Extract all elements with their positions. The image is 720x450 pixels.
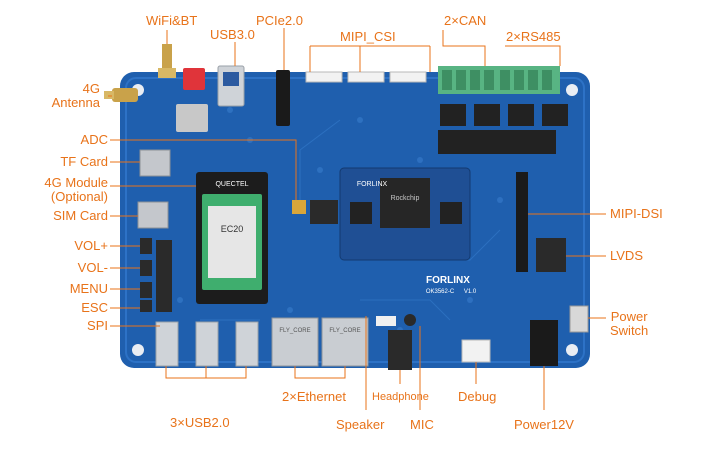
sim-card-slot	[137, 201, 169, 229]
label-power12v: Power12V	[514, 417, 574, 432]
side-buttons	[140, 238, 152, 312]
label-power-switch: Power Switch	[610, 309, 649, 338]
label-tf-card: TF Card	[60, 154, 108, 169]
tf-card-slot	[139, 149, 171, 177]
label-4g-module: 4G Module (Optional)	[44, 175, 108, 204]
power-switch	[569, 305, 589, 333]
usb3-port	[217, 65, 245, 107]
transceiver-chips	[438, 104, 568, 154]
label-wifi-bt: WiFi&BT	[146, 13, 198, 28]
label-adc: ADC	[80, 132, 108, 147]
label-esc: ESC	[81, 300, 108, 315]
som-core-board: FORLINX Rockchip	[339, 167, 471, 261]
label-headphone: Headphone	[372, 391, 429, 403]
board-version-text: V1.0	[464, 289, 477, 295]
mic-component	[404, 314, 416, 326]
label-speaker: Speaker	[336, 417, 385, 432]
label-debug: Debug	[458, 389, 497, 404]
label-can: 2×CAN	[444, 13, 487, 28]
label-rs485: 2×RS485	[506, 29, 561, 44]
label-usb3: USB3.0	[210, 27, 255, 42]
label-spi: SPI	[87, 318, 108, 333]
module-brand-text: QUECTEL	[215, 181, 248, 188]
power-jack	[530, 320, 558, 366]
pcie-slot	[276, 70, 290, 126]
label-menu: MENU	[69, 281, 108, 296]
antenna-4g-connector	[104, 88, 138, 102]
label-vol-minus: VOL-	[77, 260, 108, 275]
label-mic: MIC	[410, 417, 434, 432]
eth-left-text: FLY_CORE	[279, 328, 310, 334]
label-mipi-dsi: MIPI-DSI	[610, 206, 663, 221]
som-brand-text: FORLINX	[357, 181, 388, 188]
adc-chip	[292, 200, 306, 214]
module-4g: QUECTEL EC20	[196, 172, 268, 304]
speaker-connector	[376, 316, 396, 326]
lvds-connector	[536, 238, 566, 272]
module-model-text: EC20	[221, 224, 244, 234]
label-pcie: PCIe2.0	[256, 13, 303, 28]
usb2-ports	[155, 321, 259, 367]
label-vol-plus: VOL+	[74, 238, 108, 253]
terminal-block	[438, 66, 560, 94]
spi-header	[156, 240, 172, 312]
label-usb2: 3×USB2.0	[170, 415, 230, 430]
headphone-jack	[388, 330, 412, 370]
label-lvds: LVDS	[610, 248, 643, 263]
adc-header	[310, 200, 338, 224]
wifi-antenna-connector	[158, 44, 176, 78]
cpu-brand-text: Rockchip	[391, 195, 420, 202]
dip-switch	[183, 68, 205, 90]
label-mipi-csi: MIPI_CSI	[340, 29, 396, 44]
label-antenna-4g: 4G Antenna	[51, 81, 100, 110]
mipi-dsi-connector	[516, 172, 528, 272]
debug-connector	[461, 339, 491, 363]
label-ethernet: 2×Ethernet	[282, 389, 346, 404]
board-model-text: OK3562-C	[426, 289, 455, 295]
board-brand-text: FORLINX	[426, 275, 470, 286]
label-sim-card: SIM Card	[53, 208, 108, 223]
wifi-module	[176, 104, 208, 132]
leader-lines	[108, 28, 606, 410]
mipi-csi-connectors	[305, 71, 427, 83]
eth-right-text: FLY_CORE	[329, 328, 360, 334]
